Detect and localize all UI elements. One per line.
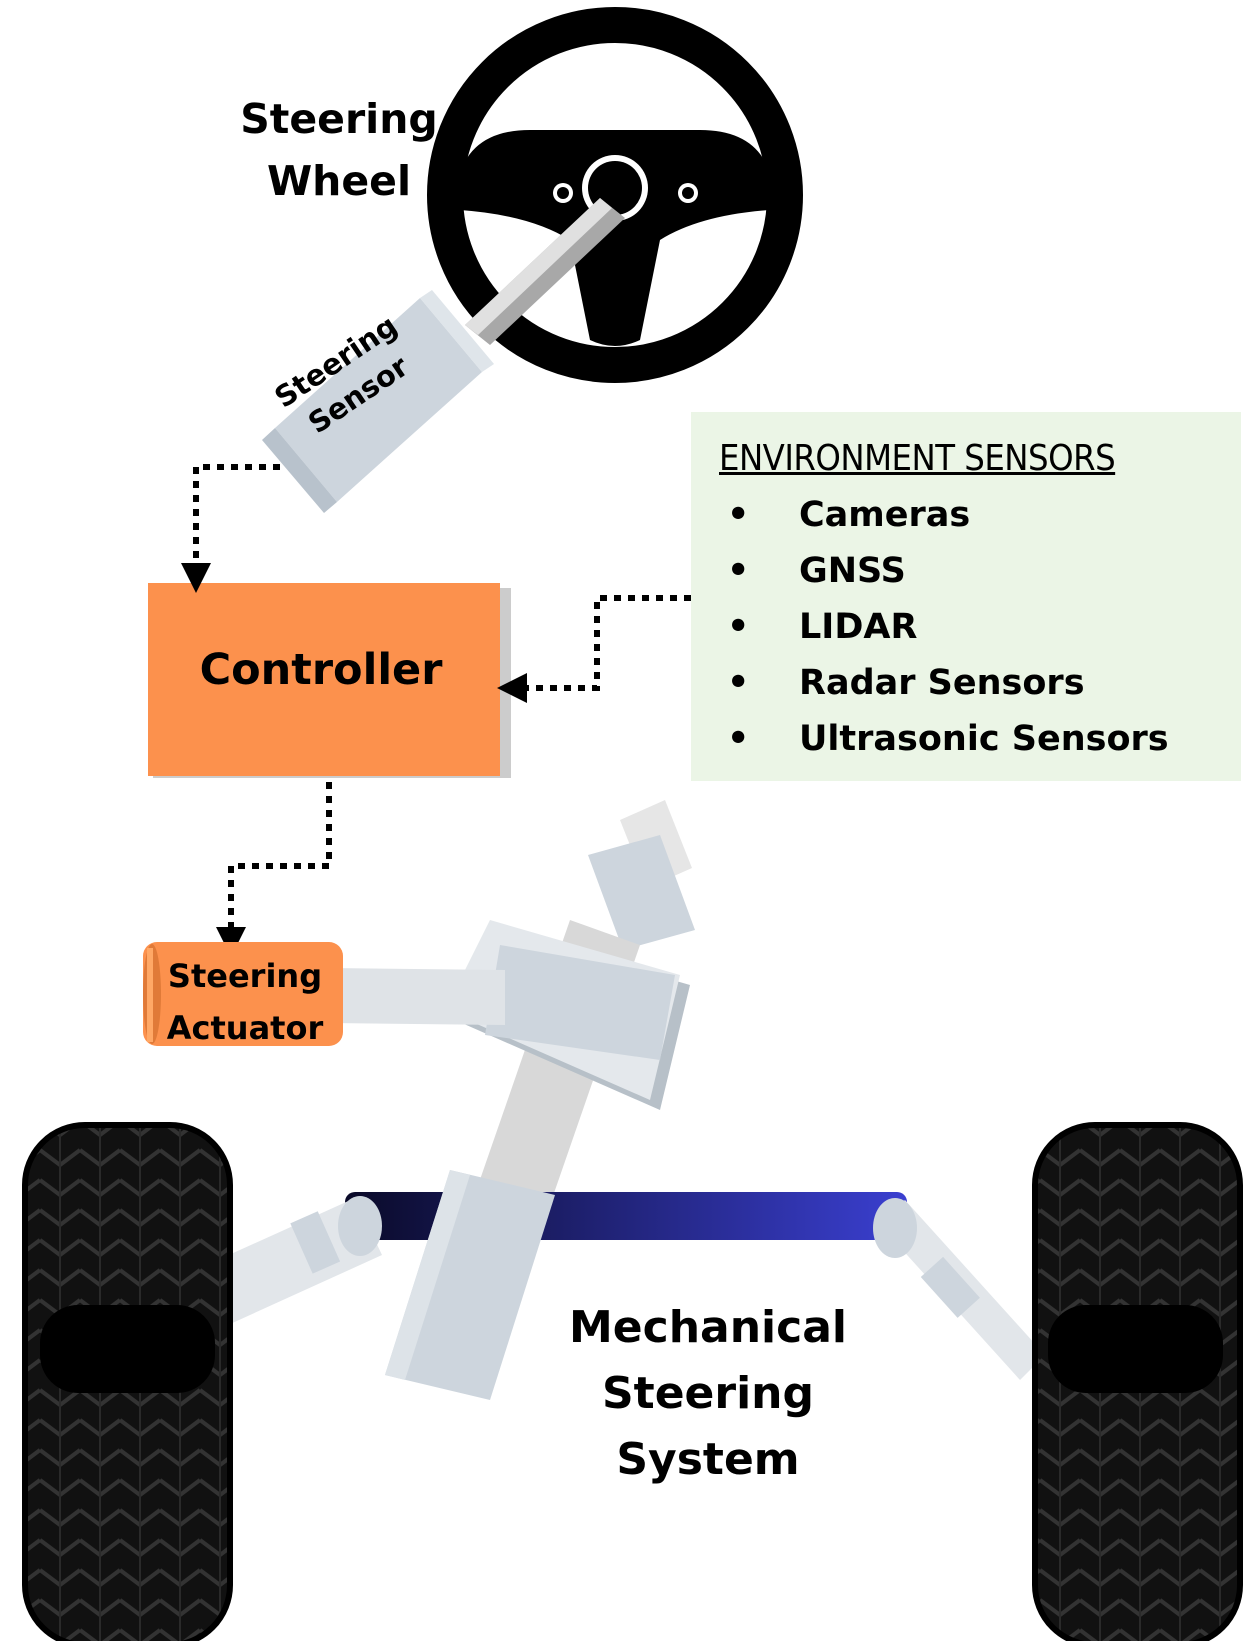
environment-sensor-item: LIDAR	[719, 599, 1241, 655]
controller-block	[148, 583, 511, 778]
environment-sensor-item: Radar Sensors	[719, 655, 1241, 711]
sensor-to-controller-arrow	[181, 464, 280, 593]
controller-to-actuator-arrow	[216, 782, 332, 957]
environment-sensor-item: Cameras	[719, 487, 1241, 543]
environment-sensors-title: ENVIRONMENT SENSORS	[719, 438, 1116, 479]
environment-sensors-box: ENVIRONMENT SENSORS Cameras GNSS LIDAR R…	[691, 412, 1241, 781]
steering-wheel-label-line1: Steering	[240, 95, 438, 143]
right-wheel-icon	[1032, 1122, 1243, 1641]
environment-sensor-item: GNSS	[719, 543, 1241, 599]
steering-wheel-label: Steering Wheel	[236, 88, 442, 212]
steering-actuator-block	[143, 942, 343, 1046]
mechanical-steering-system	[200, 800, 1045, 1400]
steering-actuator-label-line1: Steering	[167, 957, 323, 995]
signal-arrows	[181, 464, 691, 957]
mechanical-steering-label-line1: Mechanical	[569, 1302, 847, 1353]
controller-label: Controller	[199, 645, 443, 695]
steering-sensor-body	[262, 290, 494, 513]
environment-sensor-item: Ultrasonic Sensors	[719, 711, 1241, 767]
steering-column	[465, 198, 625, 345]
steering-actuator-label-line2: Actuator	[166, 1009, 324, 1047]
environment-sensors-list: Cameras GNSS LIDAR Radar Sensors Ultraso…	[719, 487, 1241, 767]
mechanical-steering-label: Mechanical Steering System	[508, 1295, 908, 1493]
left-wheel-icon	[22, 1122, 233, 1641]
steering-wheel-label-line2: Wheel	[266, 157, 412, 205]
mechanical-steering-label-line2: Steering System	[601, 1368, 814, 1485]
steering-actuator-label: Steering Actuator	[150, 950, 340, 1054]
environment-to-controller-arrow	[497, 595, 691, 703]
